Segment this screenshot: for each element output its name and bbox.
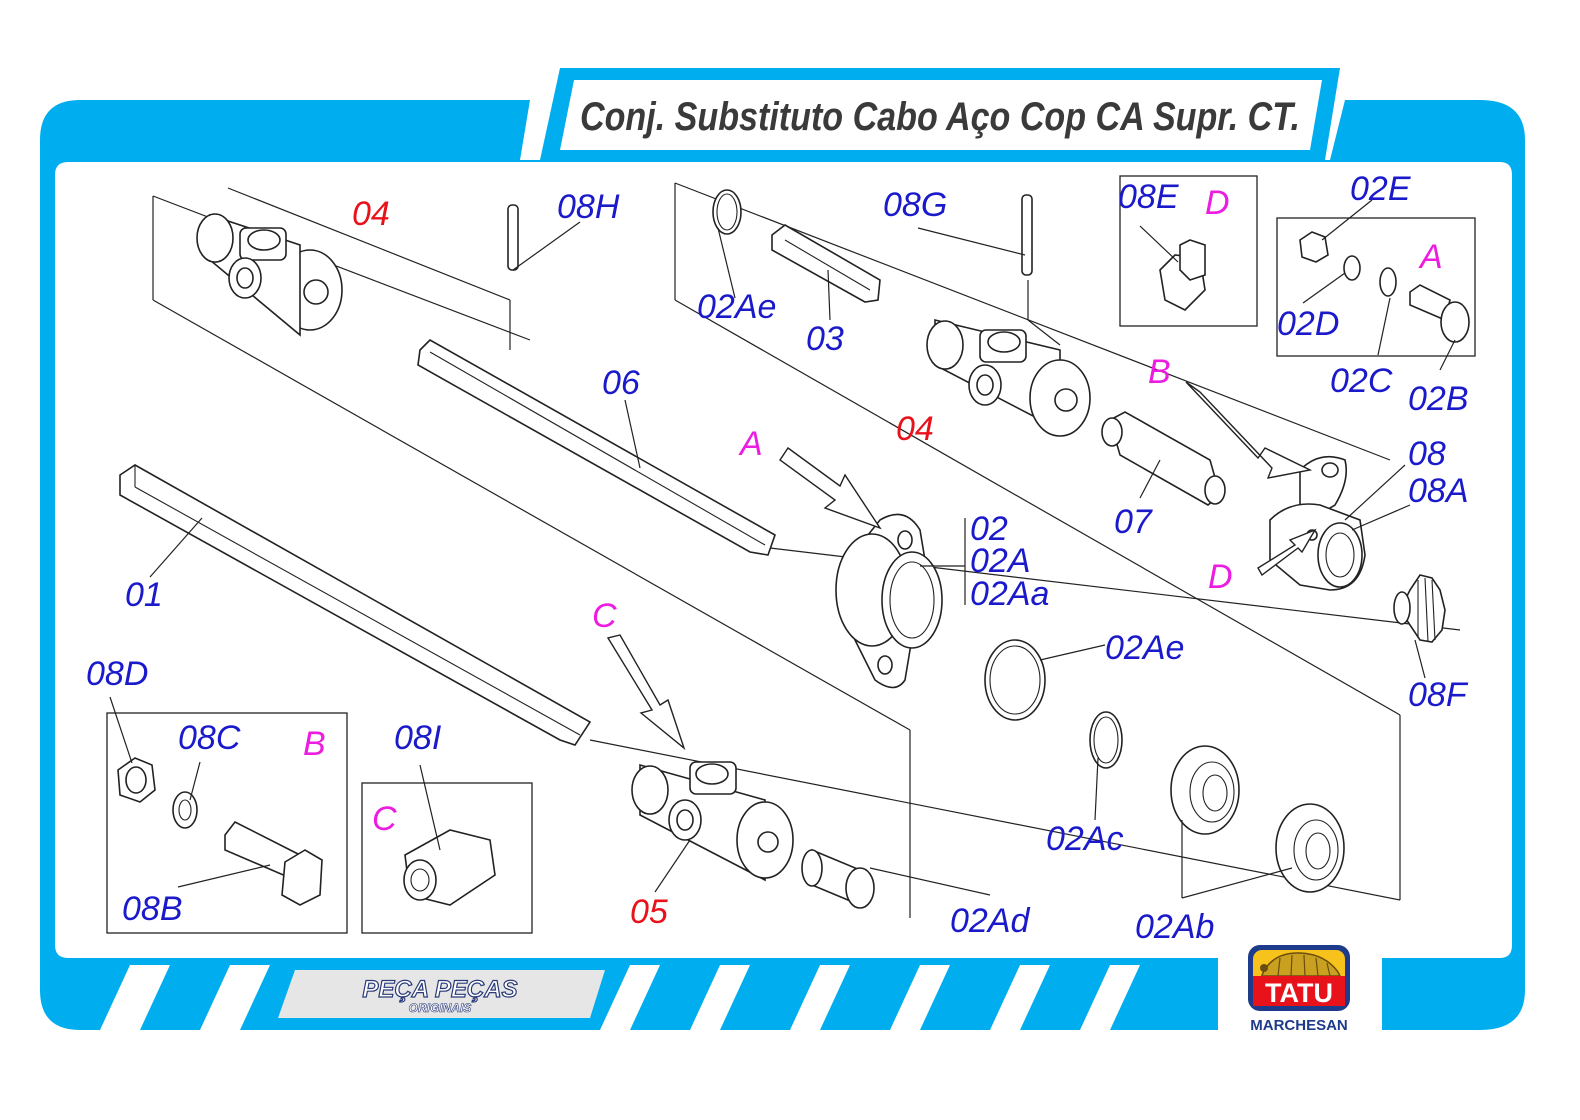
detail-box-A bbox=[1276, 217, 1476, 357]
title-box: Conj. Substituto Cabo Aço Cop CA Supr. C… bbox=[540, 68, 1340, 160]
bearing-02Ab-right bbox=[1275, 803, 1345, 893]
label-08B: 08B bbox=[122, 890, 183, 928]
gear-08F bbox=[1393, 574, 1446, 643]
letter-D-arrow: D bbox=[1208, 558, 1233, 596]
label-02Ac: 02Ac bbox=[1046, 820, 1124, 858]
label-04-center: 04 bbox=[896, 410, 934, 448]
label-02Ad: 02Ad bbox=[950, 902, 1030, 940]
label-08H: 08H bbox=[557, 188, 620, 226]
label-05: 05 bbox=[630, 893, 668, 931]
letter-D-box: D bbox=[1205, 184, 1230, 222]
label-02Ae-top: 02Ae bbox=[697, 288, 776, 326]
footer-brand: PEÇA PEÇAS ORIGINAIS bbox=[362, 975, 518, 1015]
universal-joint-04-left bbox=[196, 213, 343, 337]
logo-name-text: TATU bbox=[1265, 978, 1333, 1008]
pin-08H bbox=[507, 204, 519, 271]
letter-C-arrow: C bbox=[592, 597, 617, 635]
shaft-01 bbox=[119, 464, 592, 746]
label-08: 08 bbox=[1408, 435, 1446, 473]
leader-lines bbox=[109, 199, 1456, 899]
shaft-03 bbox=[771, 224, 881, 303]
label-02Aa: 02Aa bbox=[970, 575, 1049, 613]
label-02D: 02D bbox=[1277, 305, 1339, 343]
letter-C-box: C bbox=[372, 800, 397, 838]
label-02: 02 bbox=[970, 510, 1008, 548]
label-08D: 08D bbox=[86, 655, 148, 693]
label-08C: 08C bbox=[178, 719, 241, 757]
shaft-07 bbox=[1101, 411, 1226, 506]
label-04-left: 04 bbox=[352, 195, 390, 233]
tatu-logo: TATU MARCHESAN bbox=[1248, 945, 1350, 1034]
detail-box-D bbox=[1119, 175, 1258, 327]
label-07: 07 bbox=[1114, 503, 1153, 541]
retaining-ring-02Ac bbox=[1089, 711, 1123, 769]
label-02A: 02A bbox=[970, 542, 1031, 580]
universal-joint-05 bbox=[631, 761, 794, 882]
armadillo-icon bbox=[1260, 952, 1342, 977]
detail-arrows bbox=[606, 381, 1317, 751]
label-06: 06 bbox=[602, 364, 640, 402]
label-08F: 08F bbox=[1408, 676, 1469, 714]
label-02Ab: 02Ab bbox=[1135, 908, 1214, 946]
label-03: 03 bbox=[806, 320, 844, 358]
bracket-08 bbox=[1269, 455, 1366, 591]
label-01: 01 bbox=[125, 576, 163, 614]
bearing-02Ab-left bbox=[1170, 745, 1240, 835]
detail-box-B bbox=[106, 712, 348, 934]
letter-B-box: B bbox=[303, 725, 326, 763]
logo-company-text: MARCHESAN bbox=[1250, 1017, 1348, 1034]
letter-A-arrow: A bbox=[738, 425, 763, 463]
sleeve-02Ad bbox=[801, 848, 875, 909]
page-title: Conj. Substituto Cabo Aço Cop CA Supr. C… bbox=[580, 95, 1300, 139]
label-02E: 02E bbox=[1350, 170, 1411, 208]
label-02B: 02B bbox=[1408, 380, 1469, 418]
detail-letters: A B C D A B C D bbox=[303, 184, 1443, 838]
label-02Ae: 02Ae bbox=[1105, 629, 1184, 667]
brand-peca-text: PEÇA PEÇAS bbox=[362, 976, 517, 1003]
part-labels: 04 08H 08G 02Ae 03 04 06 01 07 02 02A 02… bbox=[86, 170, 1469, 946]
universal-joint-04-center bbox=[926, 318, 1091, 437]
pin-08G bbox=[1021, 194, 1033, 276]
letter-A-box: A bbox=[1418, 238, 1443, 276]
brand-originais-text: ORIGINAIS bbox=[409, 1001, 472, 1015]
letter-B-arrow: B bbox=[1148, 353, 1171, 391]
label-08E: 08E bbox=[1118, 178, 1179, 216]
retaining-ring-02Ae bbox=[984, 639, 1046, 721]
label-08A: 08A bbox=[1408, 472, 1469, 510]
label-08G: 08G bbox=[883, 186, 947, 224]
detail-box-C bbox=[361, 782, 533, 934]
retaining-ring-02Ae-top bbox=[712, 189, 742, 235]
bearing-housing-02 bbox=[835, 513, 943, 689]
shaft-06 bbox=[417, 339, 776, 556]
label-08I: 08I bbox=[394, 719, 442, 757]
label-02C: 02C bbox=[1330, 362, 1393, 400]
